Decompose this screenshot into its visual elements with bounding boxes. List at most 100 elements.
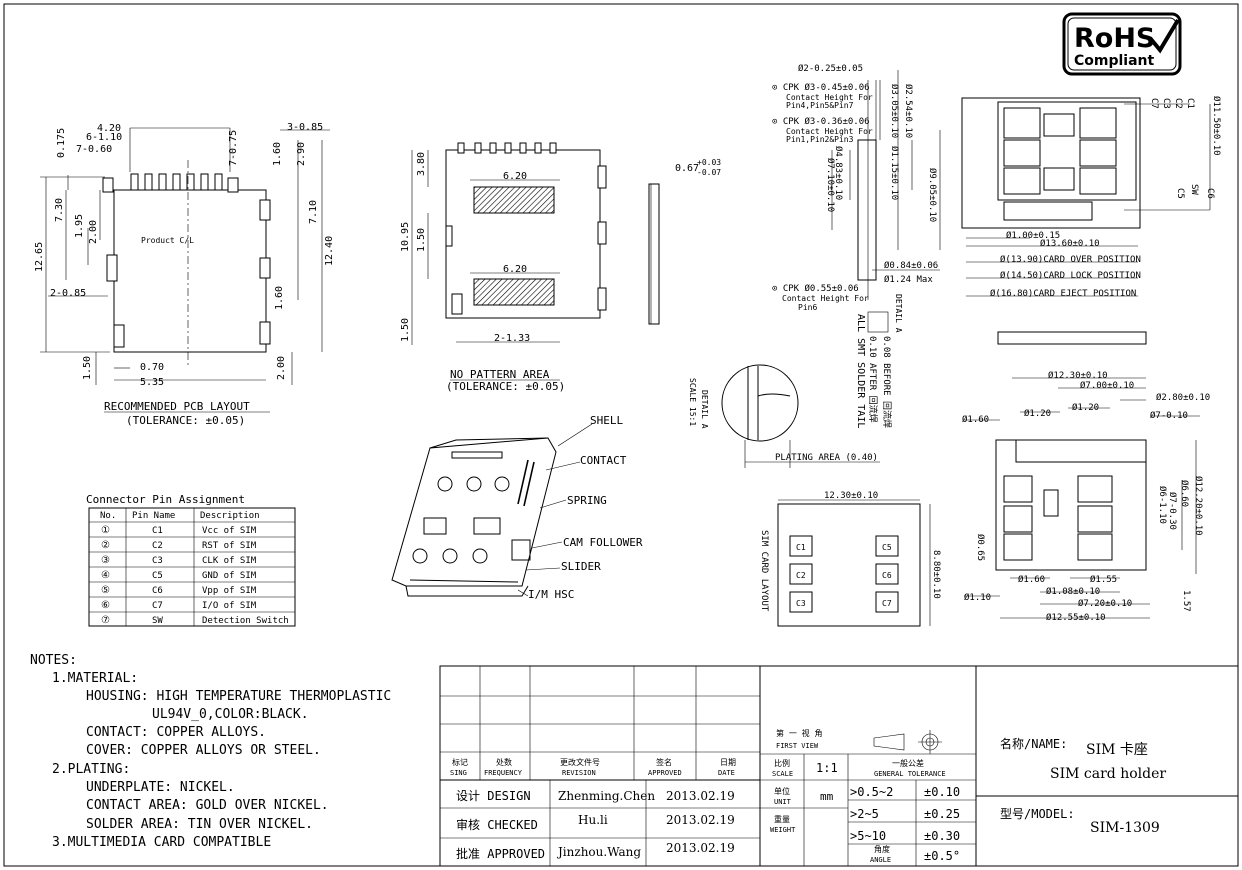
- isometric-view: SHELL CONTACT SPRING CAM FOLLOWER SLIDER…: [391, 414, 643, 601]
- svg-text:COVER: COPPER ALLOYS OR STEEL.: COVER: COPPER ALLOYS OR STEEL.: [86, 743, 321, 758]
- svg-text:7.10: 7.10: [308, 200, 319, 224]
- bottom-view: Ø12.30±0.10 Ø7.00±0.10 Ø2.80±0.10 Ø1.60 …: [962, 370, 1210, 623]
- svg-text:SING: SING: [450, 769, 467, 777]
- svg-text:C6: C6: [1205, 188, 1215, 199]
- svg-text:角度: 角度: [874, 844, 890, 854]
- svg-text:Zhenming.Chen: Zhenming.Chen: [558, 789, 655, 803]
- side-profile-view: 0.67 +0.03 -0.07: [648, 158, 721, 325]
- svg-text:ANGLE: ANGLE: [870, 856, 891, 864]
- svg-text:0.70: 0.70: [140, 362, 164, 373]
- svg-text:1.MATERIAL:: 1.MATERIAL:: [52, 671, 138, 686]
- svg-text:Ø7-0.30: Ø7-0.30: [1167, 492, 1178, 530]
- svg-text:7-0.75: 7-0.75: [228, 130, 239, 166]
- svg-text:Description: Description: [200, 511, 260, 521]
- svg-text:Ø1.24 Max: Ø1.24 Max: [884, 274, 933, 285]
- svg-text:NOTES:: NOTES:: [30, 653, 77, 668]
- svg-text:Ø3.05±0.10: Ø3.05±0.10: [889, 84, 900, 138]
- svg-text:SLIDER: SLIDER: [561, 560, 601, 573]
- pcb-center-label: Product C/L: [141, 236, 194, 245]
- pin-table-title: Connector Pin Assignment: [86, 493, 245, 506]
- svg-text:Contact Height For: Contact Height For: [786, 93, 873, 102]
- svg-text:Ø13.60±0.10: Ø13.60±0.10: [1040, 238, 1100, 249]
- svg-text:SOLDER AREA: TIN OVER NICKEL.: SOLDER AREA: TIN OVER NICKEL.: [86, 817, 313, 832]
- svg-text:2.00: 2.00: [276, 356, 287, 380]
- svg-text:Ø7-0.10: Ø7-0.10: [1150, 410, 1188, 421]
- pcb-side-pad: [113, 324, 125, 348]
- no-pattern-area-bottom: [473, 278, 555, 306]
- svg-text:Ø(13.90)CARD OVER POSITION: Ø(13.90)CARD OVER POSITION: [1000, 254, 1141, 265]
- rohs-badge: RoHS Compliant: [1062, 12, 1182, 76]
- no-pattern-title: NO PATTERN AREA: [450, 368, 550, 381]
- pin-table: Connector Pin Assignment No. Pin Name De…: [86, 493, 296, 627]
- svg-text:Ø1.60: Ø1.60: [1018, 574, 1045, 585]
- svg-text:SIM CARD LAYOUT: SIM CARD LAYOUT: [759, 530, 769, 612]
- svg-text:±0.5°: ±0.5°: [924, 849, 960, 863]
- svg-text:8.80±0.10: 8.80±0.10: [931, 550, 941, 599]
- svg-text:⊙ CPK Ø0.55±0.06: ⊙ CPK Ø0.55±0.06: [772, 283, 859, 294]
- svg-text:批准 APPROVED: 批准 APPROVED: [456, 846, 545, 861]
- svg-text:2013.02.19: 2013.02.19: [666, 841, 735, 855]
- svg-text:第 一 视 角: 第 一 视 角: [776, 728, 822, 738]
- svg-text:Ø1.60: Ø1.60: [962, 414, 989, 425]
- svg-text:Ø6-1.10: Ø6-1.10: [1157, 486, 1168, 524]
- svg-text:C6: C6: [882, 571, 892, 580]
- svg-text:12.65: 12.65: [34, 242, 45, 272]
- svg-text:2-0.85: 2-0.85: [50, 288, 86, 299]
- signoff-row-approved: 批准 APPROVED Jinzhou.Wang 2013.02.19: [456, 841, 735, 861]
- svg-text:1.50: 1.50: [416, 228, 427, 252]
- svg-text:12.30±0.10: 12.30±0.10: [824, 491, 878, 501]
- svg-text:1:1: 1:1: [816, 761, 838, 775]
- svg-text:日期: 日期: [720, 758, 736, 767]
- tolerance-row: >5~10±0.30: [850, 829, 960, 843]
- svg-text:C7: C7: [882, 599, 892, 608]
- detail-a-view: DETAIL A SCALE 15:1 PLATING AREA (0.40): [688, 364, 880, 468]
- svg-text:Jinzhou.Wang: Jinzhou.Wang: [556, 845, 641, 859]
- pcb-dimensions: [40, 127, 330, 385]
- svg-text:Contact Height For: Contact Height For: [786, 127, 873, 136]
- pcb-layout-title: RECOMMENDED PCB LAYOUT: [104, 400, 250, 413]
- svg-text:C3: C3: [152, 556, 163, 566]
- svg-text:Ø12.20±0.10: Ø12.20±0.10: [1193, 476, 1204, 536]
- svg-text:I/M HSC: I/M HSC: [528, 588, 574, 601]
- svg-text:设计 DESIGN: 设计 DESIGN: [456, 789, 531, 803]
- svg-text:SIM 卡座: SIM 卡座: [1086, 742, 1148, 758]
- svg-text:1.60: 1.60: [272, 142, 283, 166]
- svg-text:0.08 BEFORE 回流焊: 0.08 BEFORE 回流焊: [881, 336, 893, 428]
- svg-text:0.10 AFTER 回流焊: 0.10 AFTER 回流焊: [867, 336, 879, 423]
- svg-text:REVISION: REVISION: [562, 769, 596, 777]
- svg-text:Ø2-0.25±0.05: Ø2-0.25±0.05: [798, 63, 863, 74]
- svg-text:更改文件号: 更改文件号: [560, 757, 600, 767]
- first-angle-symbol-icon: [873, 733, 905, 751]
- svg-text:>2~5: >2~5: [850, 807, 879, 821]
- svg-text:DETAIL A: DETAIL A: [700, 390, 709, 429]
- svg-text:2013.02.19: 2013.02.19: [666, 813, 735, 827]
- svg-text:2.PLATING:: 2.PLATING:: [52, 762, 130, 777]
- svg-text:WEIGHT: WEIGHT: [770, 826, 796, 834]
- svg-text:PLATING AREA (0.40): PLATING AREA (0.40): [775, 453, 878, 463]
- svg-text:Ø1.15±0.10: Ø1.15±0.10: [889, 146, 900, 200]
- svg-text:CONTACT: COPPER ALLOYS.: CONTACT: COPPER ALLOYS.: [86, 725, 266, 740]
- svg-text:SCALE 15:1: SCALE 15:1: [688, 378, 697, 426]
- pcb-side-pad: [106, 254, 118, 282]
- svg-text:名称/NAME:: 名称/NAME:: [1000, 736, 1067, 751]
- svg-text:3.MULTIMEDIA CARD COMPATIBLE: 3.MULTIMEDIA CARD COMPATIBLE: [52, 835, 271, 850]
- svg-text:Detection Switch: Detection Switch: [202, 616, 289, 626]
- svg-text:2.00: 2.00: [88, 220, 99, 244]
- svg-text:C3: C3: [1161, 98, 1171, 109]
- svg-text:Ø2.80±0.10: Ø2.80±0.10: [1156, 392, 1210, 403]
- sim-pad-c5: [875, 535, 899, 557]
- svg-text:SHELL: SHELL: [590, 414, 623, 427]
- svg-text:⊙ CPK Ø3-0.36±0.06: ⊙ CPK Ø3-0.36±0.06: [772, 116, 870, 127]
- svg-text:3-0.85: 3-0.85: [287, 122, 323, 133]
- svg-text:0.67: 0.67: [675, 163, 699, 174]
- pcb-outline: [113, 189, 267, 353]
- svg-text:审核 CHECKED: 审核 CHECKED: [456, 817, 538, 832]
- svg-text:C2: C2: [1173, 98, 1183, 109]
- svg-text:GENERAL TOLERANCE: GENERAL TOLERANCE: [874, 770, 946, 778]
- svg-text:No.: No.: [100, 511, 116, 521]
- svg-text:C1: C1: [152, 526, 163, 536]
- svg-text:Pin6: Pin6: [798, 303, 817, 312]
